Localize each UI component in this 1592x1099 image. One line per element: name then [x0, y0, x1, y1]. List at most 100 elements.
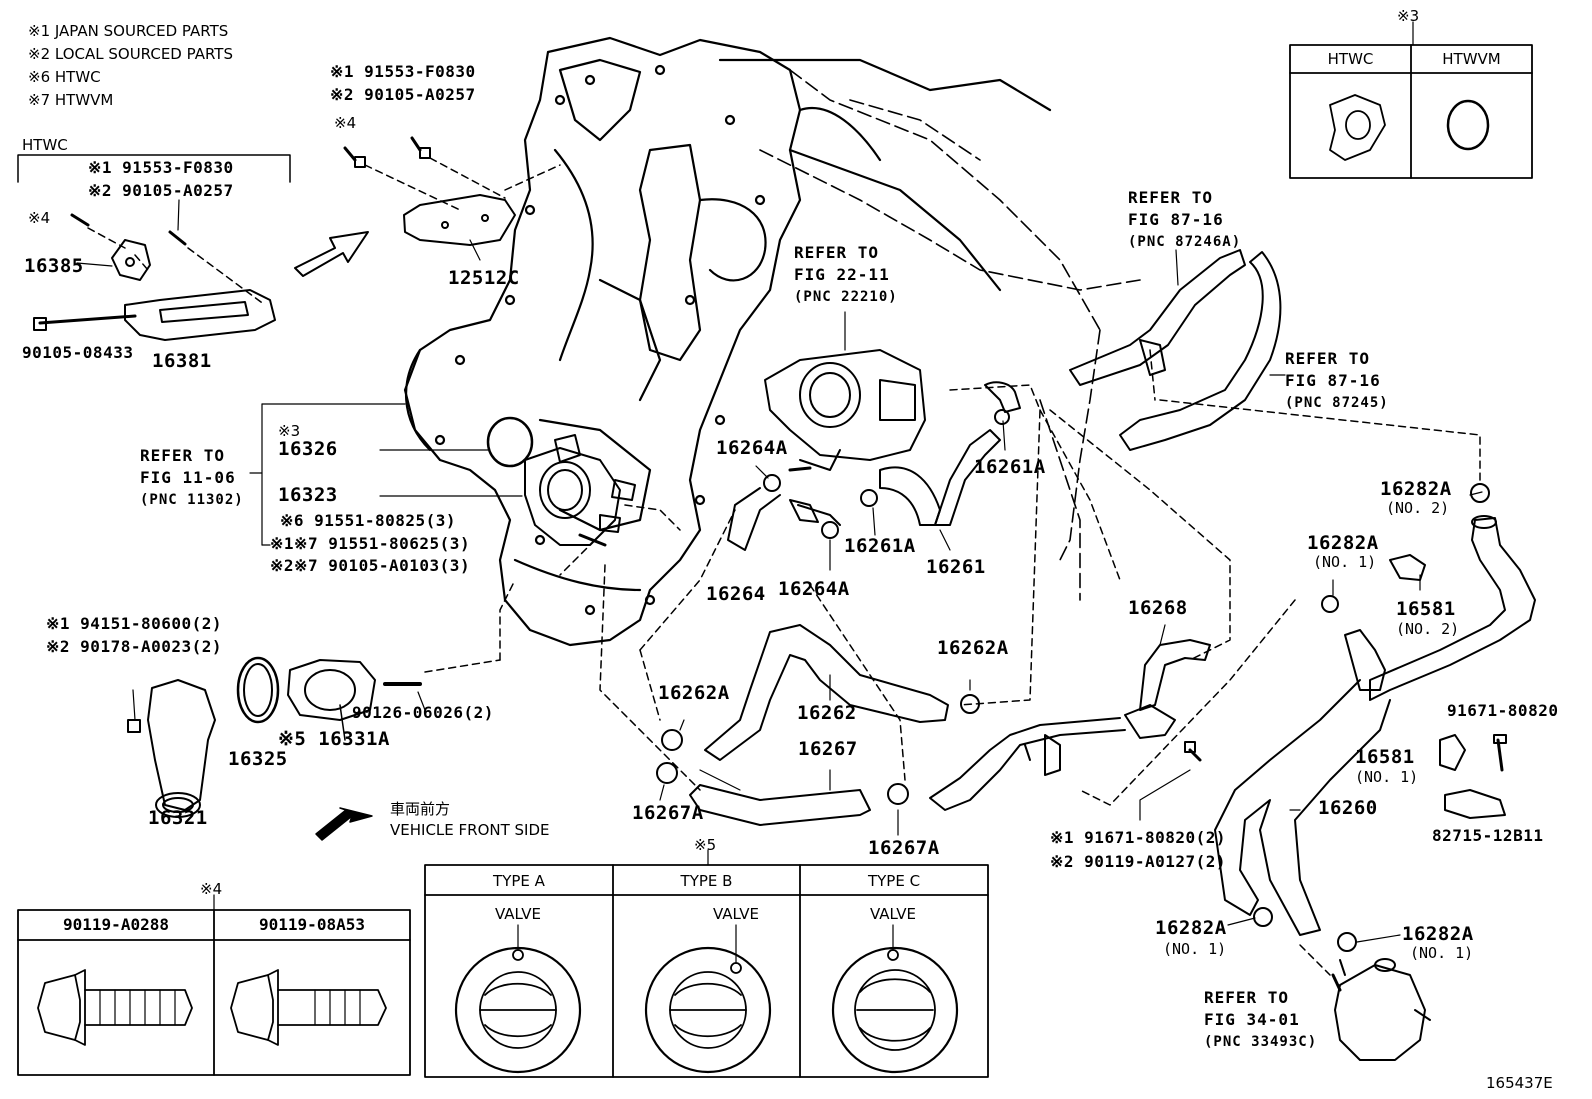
table5-type-a: TYPE A — [493, 872, 545, 890]
part-90105-08433: 90105-08433 — [22, 343, 134, 362]
part-12512C: 12512C — [448, 267, 520, 289]
table5-type-c: TYPE C — [867, 872, 921, 890]
bolt-90119-A0288-icon — [37, 969, 193, 1046]
ref-fig-87-16b: REFER TO FIG 87-16 (PNC 87245) — [1285, 348, 1389, 414]
part-16260: 16260 — [1318, 797, 1378, 819]
ref-line: (PNC 11302) — [140, 492, 244, 508]
ref-line: REFER TO — [140, 446, 226, 465]
vehicle-front-jp: 車両前方 — [390, 800, 451, 818]
ref-line: REFER TO — [794, 243, 880, 262]
part-90126-06026: 90126-06026(2) — [352, 703, 494, 722]
table4-mark: ※4 — [200, 880, 223, 898]
part-16321: 16321 — [148, 807, 208, 829]
part-16581: 16581 — [1396, 598, 1456, 620]
part-16581-sub: (NO. 2) — [1396, 620, 1460, 638]
part-16267A: 16267A — [632, 802, 704, 824]
part-16331A: ※5 16331A — [278, 728, 390, 750]
part-16323: 16323 — [278, 484, 338, 506]
clip-16581-no2 — [1389, 554, 1426, 581]
table5-type-b: TYPE B — [680, 872, 733, 890]
ref-fig-11-06: REFER TO FIG 11-06 (PNC 11302) — [140, 445, 244, 511]
table3-col-htwc: HTWC — [1327, 50, 1374, 68]
part-16325: 16325 — [228, 748, 288, 770]
part-16282A-sub: (NO. 1) — [1410, 944, 1474, 962]
part-16381: 16381 — [152, 350, 212, 372]
ref-line: FIG 11-06 — [140, 468, 236, 487]
legend: ※1 JAPAN SOURCED PARTS ※2 LOCAL SOURCED … — [28, 20, 233, 112]
ref-line: FIG 87-16 — [1285, 371, 1381, 390]
part-16326: 16326 — [278, 438, 338, 460]
part-16581: 16581 — [1355, 746, 1415, 768]
part-16261A: 16261A — [844, 535, 916, 557]
part-16267A: 16267A — [868, 837, 940, 859]
part-16262: 16262 — [797, 702, 857, 724]
part-16262A: 16262A — [658, 682, 730, 704]
part-16264: 16264 — [706, 583, 766, 605]
throttle-body — [764, 311, 926, 472]
ref-line: (PNC 87245) — [1285, 395, 1389, 411]
figure-id: 165437E — [1486, 1074, 1553, 1092]
ref-fig-87-16a: REFER TO FIG 87-16 (PNC 87246A) — [1128, 187, 1241, 253]
part-91551-80825: ※6 91551-80825(3) — [280, 511, 457, 530]
bolt-htwc — [168, 230, 187, 246]
part-16282A-sub: (NO. 2) — [1386, 499, 1450, 517]
thermostat-type-b-icon — [644, 924, 772, 1074]
thermostat-type-a-icon — [454, 924, 582, 1074]
htwc-title: HTWC — [22, 136, 68, 154]
part-91671-80820-2: ※1 91671-80820(2) — [1050, 828, 1227, 847]
table5-valve-c: VALVE — [869, 905, 916, 923]
ref-line: (PNC 33493C) — [1204, 1034, 1318, 1050]
part-16282A-sub: (NO. 1) — [1163, 940, 1227, 958]
part-91671-80820: 91671-80820 — [1447, 701, 1559, 720]
part-91551-80625: ※1※7 91551-80625(3) — [270, 534, 471, 553]
heater-valve — [1299, 944, 1431, 1061]
htwc-bolt-line2: ※2 90105-A0257 — [88, 181, 234, 200]
ref-line: (PNC 87246A) — [1128, 234, 1242, 250]
part-94151: ※1 94151-80600(2) — [46, 614, 223, 633]
ref-line: (PNC 22210) — [794, 289, 898, 305]
legend-item: ※1 JAPAN SOURCED PARTS — [28, 22, 229, 40]
part-16282A-sub: (NO. 1) — [1313, 553, 1377, 571]
htwc-bolt-line1: ※1 91553-F0830 — [88, 158, 234, 177]
part-16282A: 16282A — [1155, 917, 1227, 939]
legend-item: ※6 HTWC — [28, 68, 101, 86]
part-16385: 16385 — [24, 255, 84, 277]
table5-valve-a: VALVE — [494, 905, 541, 923]
ref-line: REFER TO — [1204, 988, 1290, 1007]
oring-htwvm-icon — [1446, 99, 1490, 151]
bracket-16385 — [111, 239, 151, 281]
bolt-90105-08433 — [38, 314, 137, 325]
bolt-90119-08A53-icon — [230, 969, 387, 1046]
part-16581-sub: (NO. 1) — [1355, 768, 1419, 786]
ref-fig-22-11: REFER TO FIG 22-11 (PNC 22210) — [794, 242, 898, 308]
table4-col2: 90119-08A53 — [259, 915, 365, 934]
top-bolt-line2: ※2 90105-A0257 — [330, 85, 476, 104]
table5-valve-b: VALVE — [712, 905, 759, 923]
part-16282A: 16282A — [1380, 478, 1452, 500]
thermostat-group — [127, 579, 516, 818]
htwc-bracket-group — [17, 154, 291, 341]
part-82715-12B11: 82715-12B11 — [1432, 826, 1544, 845]
hose-16260-assembly — [1214, 483, 1536, 952]
ref-line: REFER TO — [1285, 349, 1371, 368]
top-bolt-mark4: ※4 — [334, 114, 357, 132]
ref-line: FIG 34-01 — [1204, 1010, 1300, 1029]
part-16262A: 16262A — [937, 637, 1009, 659]
part-16261A: 16261A — [974, 456, 1046, 478]
part-90105-A0103: ※2※7 90105-A0103(3) — [270, 556, 471, 575]
ref-line: FIG 87-16 — [1128, 210, 1224, 229]
table3-mark: ※3 — [1397, 7, 1420, 25]
bolt-mark4-left — [70, 213, 90, 227]
part-16326-mark: ※3 — [278, 422, 301, 440]
hose-16268-group — [929, 624, 1211, 821]
part-16282A: 16282A — [1307, 532, 1379, 554]
hoses-upper-right — [1069, 249, 1286, 451]
part-16264A: 16264A — [778, 578, 850, 600]
water-inlet-group — [249, 403, 681, 576]
bracket-82715 — [1444, 789, 1506, 819]
gasket-htwc-icon — [1329, 94, 1386, 161]
hoses-center — [727, 381, 1041, 706]
part-90119-A0127: ※2 90119-A0127(2) — [1050, 852, 1227, 871]
timing-cover-outline — [403, 36, 1052, 647]
